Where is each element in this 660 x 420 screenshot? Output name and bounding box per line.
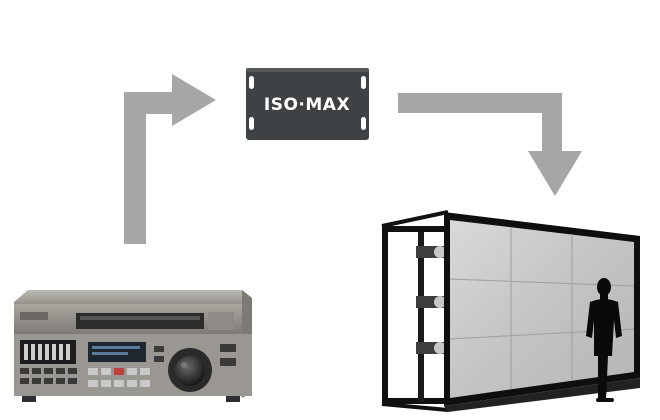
mount-slot [361, 76, 366, 89]
mount-slot [249, 76, 254, 89]
tape-slot [76, 313, 204, 329]
isomax-box: ISO·MAX [246, 68, 369, 140]
video-wall [381, 210, 640, 412]
isomax-label: ISO·MAX [264, 95, 350, 115]
arrow-to-videowall [398, 93, 582, 196]
mount-slot [249, 117, 254, 130]
person-silhouette [586, 278, 622, 402]
video-wall-screen [450, 220, 634, 398]
arrow-to-isomax [124, 74, 216, 244]
video-tape-deck [14, 290, 252, 402]
mount-slot [361, 117, 366, 130]
